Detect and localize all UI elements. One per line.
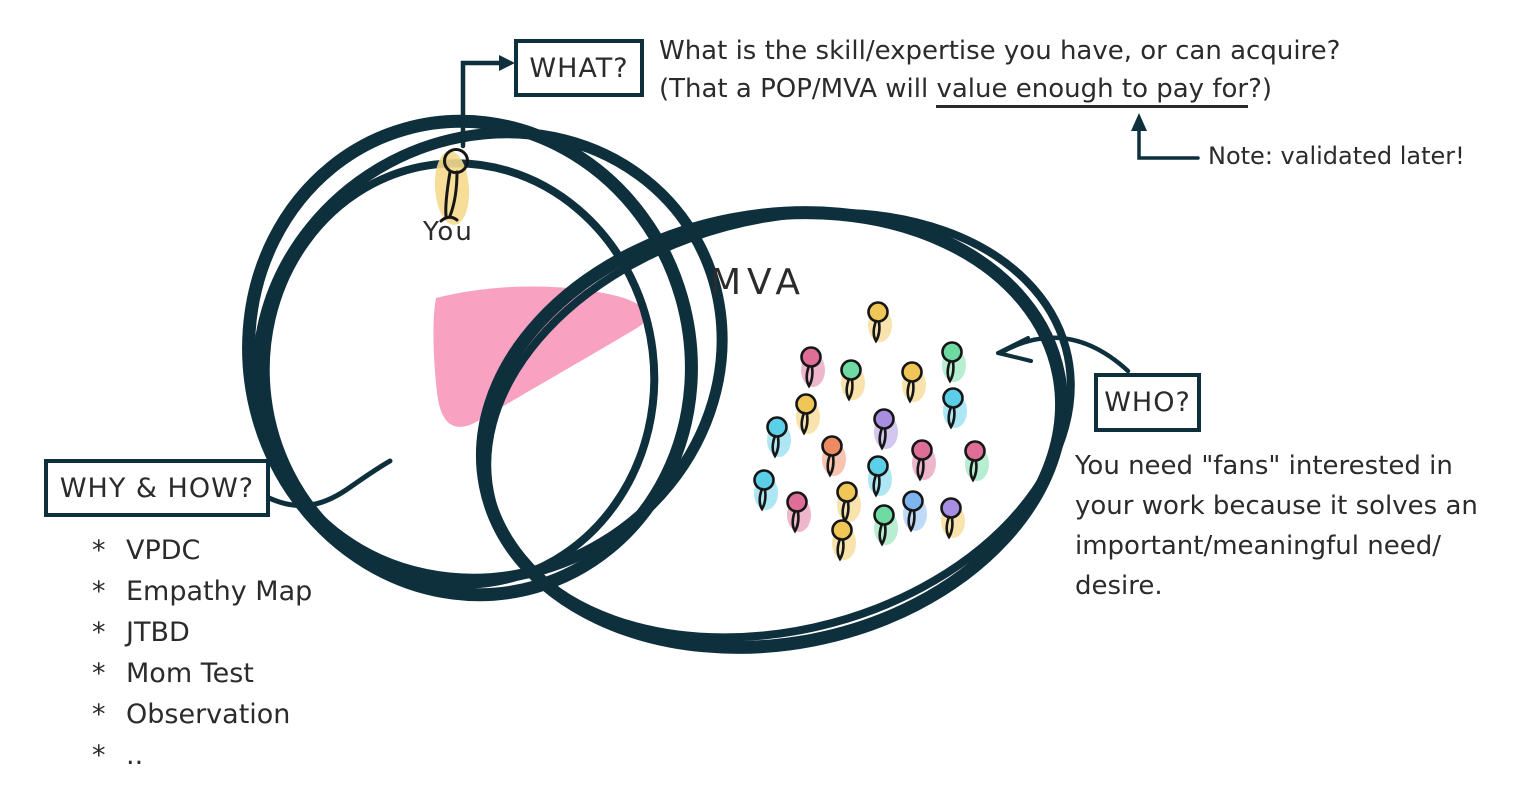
list-item-label: .. bbox=[126, 740, 144, 771]
person-figure bbox=[873, 504, 898, 547]
why-how-box: WHY & HOW? bbox=[44, 459, 270, 517]
who-box-label: WHO? bbox=[1104, 387, 1191, 418]
what-box-label: WHAT? bbox=[529, 52, 629, 84]
person-figure bbox=[942, 387, 967, 430]
what-line2-prefix: (That a POP/MVA will bbox=[659, 74, 937, 104]
person-figure bbox=[867, 455, 892, 498]
note-arrowhead-icon bbox=[1131, 113, 1147, 131]
person-figure bbox=[911, 439, 936, 482]
why-how-box-label: WHY & HOW? bbox=[59, 472, 255, 504]
list-item-label: JTBD bbox=[126, 617, 190, 648]
bullet-asterisk: * bbox=[92, 576, 106, 607]
venn-overlap-highlight bbox=[433, 286, 647, 427]
person-figure bbox=[941, 341, 966, 384]
list-item: * Observation bbox=[92, 694, 312, 735]
bullet-asterisk: * bbox=[92, 658, 106, 689]
list-item-label: VPDC bbox=[126, 535, 201, 566]
methods-list: * VPDC * Empathy Map * JTBD * Mom Test *… bbox=[92, 530, 312, 776]
person-figure bbox=[831, 519, 856, 562]
bullet-asterisk: * bbox=[92, 617, 106, 648]
list-item-label: Mom Test bbox=[126, 658, 254, 689]
what-box: WHAT? bbox=[514, 39, 644, 97]
bullet-asterisk: * bbox=[92, 535, 106, 566]
you-figure bbox=[434, 148, 470, 225]
list-item-label: Empathy Map bbox=[126, 576, 313, 607]
who-description-line: important/meaningful need/ bbox=[1075, 531, 1442, 561]
who-arrowhead-icon bbox=[996, 336, 1033, 363]
person-figure bbox=[867, 301, 892, 344]
bullet-asterisk: * bbox=[92, 699, 106, 730]
person-figure bbox=[902, 490, 927, 533]
person-figure bbox=[940, 497, 965, 540]
list-item: * JTBD bbox=[92, 612, 312, 653]
person-figure bbox=[766, 416, 791, 459]
you-label: You bbox=[423, 217, 474, 247]
person-figure bbox=[901, 361, 926, 404]
list-item: * .. bbox=[92, 735, 312, 776]
person-figure bbox=[840, 359, 865, 402]
fan-crowd bbox=[753, 301, 989, 562]
person-figure bbox=[821, 435, 846, 478]
what-line2-suffix: ?) bbox=[1248, 74, 1273, 104]
person-figure bbox=[800, 346, 825, 389]
what-question-line1: What is the skill/expertise you have, or… bbox=[659, 36, 1341, 66]
what-question-line2: (That a POP/MVA will value enough to pay… bbox=[659, 74, 1273, 108]
list-item: * Empathy Map bbox=[92, 571, 312, 612]
what-arrowhead-icon bbox=[499, 55, 515, 71]
mva-ellipse bbox=[475, 206, 1075, 654]
list-item: * VPDC bbox=[92, 530, 312, 571]
who-box: WHO? bbox=[1094, 373, 1201, 432]
who-description-line: You need "fans" interested in bbox=[1075, 451, 1453, 481]
what-arrow bbox=[460, 55, 515, 149]
note-text: Note: validated later! bbox=[1208, 142, 1465, 170]
bullet-asterisk: * bbox=[92, 740, 106, 771]
list-item: * Mom Test bbox=[92, 653, 312, 694]
who-description-line: your work because it solves an bbox=[1075, 491, 1478, 521]
who-description: You need "fans" interested in your work … bbox=[1075, 446, 1478, 606]
list-item-label: Observation bbox=[126, 699, 291, 730]
who-arrow bbox=[996, 335, 1131, 374]
note-arrow bbox=[1131, 113, 1200, 160]
who-description-line: desire. bbox=[1075, 571, 1163, 601]
why-connector-line bbox=[264, 458, 393, 509]
what-line2-underlined: value enough to pay for bbox=[936, 74, 1249, 108]
person-figure bbox=[964, 440, 989, 483]
person-figure bbox=[786, 491, 811, 534]
you-label-caret bbox=[439, 215, 459, 223]
person-figure bbox=[836, 481, 861, 524]
person-figure bbox=[873, 408, 898, 451]
mva-label: MVA bbox=[710, 262, 807, 303]
person-figure bbox=[795, 393, 820, 436]
person-figure bbox=[753, 469, 778, 512]
